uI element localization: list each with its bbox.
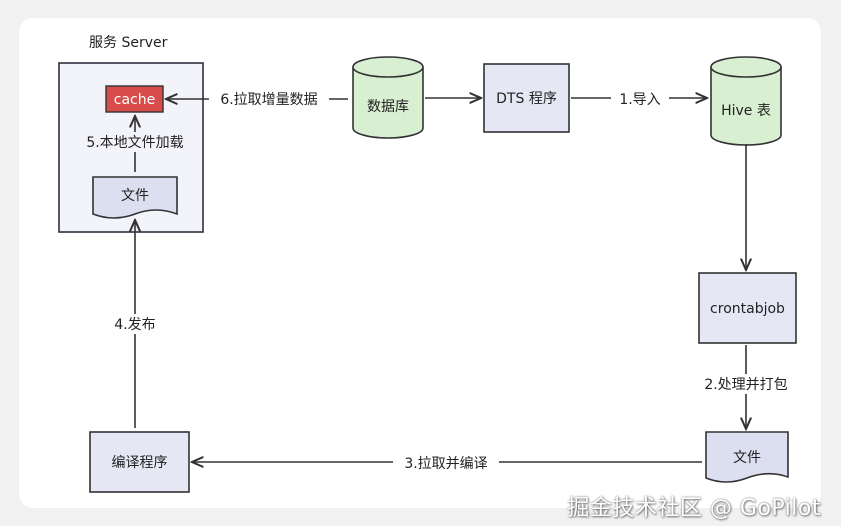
- database-label: 数据库: [367, 99, 409, 115]
- crontab-label: crontabjob: [710, 301, 785, 317]
- edge-pull-incremental-label: 6.拉取增量数据: [220, 92, 317, 108]
- edge-pull-compile-label-bg: [393, 452, 499, 472]
- edge-pull-incremental-label-bg: [209, 89, 329, 109]
- edge-import-label: 1.导入: [619, 92, 660, 108]
- edge-process-pack-label-bg: [695, 374, 797, 394]
- cache-node: [105, 85, 164, 113]
- dts-node: [483, 63, 570, 133]
- watermark: 掘金技术社区 @ GoPilot: [567, 496, 821, 521]
- edge-process-pack-label: 2.处理并打包: [704, 376, 787, 393]
- cache-label: cache: [114, 92, 155, 108]
- server-file-node: [92, 176, 178, 219]
- package-file-label: 文件: [733, 450, 761, 466]
- compiler-node: [89, 431, 190, 493]
- server-file-label: 文件: [121, 188, 149, 204]
- crontab-node: [698, 272, 797, 344]
- edge-local-load-label-bg: [78, 132, 194, 152]
- edge-publish-label: 4.发布: [114, 317, 155, 333]
- compiler-label: 编译程序: [112, 455, 168, 471]
- edge-pull-compile-label: 3.拉取并编译: [404, 456, 487, 472]
- dts-label: DTS 程序: [496, 91, 557, 107]
- hive-node: [710, 56, 782, 146]
- database-node: [352, 56, 424, 139]
- edge-publish-label-bg: [104, 314, 166, 334]
- edge-local-load-label: 5.本地文件加载: [86, 135, 183, 151]
- edge-import-label-bg: [611, 88, 669, 108]
- package-file-node: [705, 431, 789, 483]
- server-group-label: 服务 Server: [89, 35, 168, 51]
- hive-label: Hive 表: [721, 103, 771, 119]
